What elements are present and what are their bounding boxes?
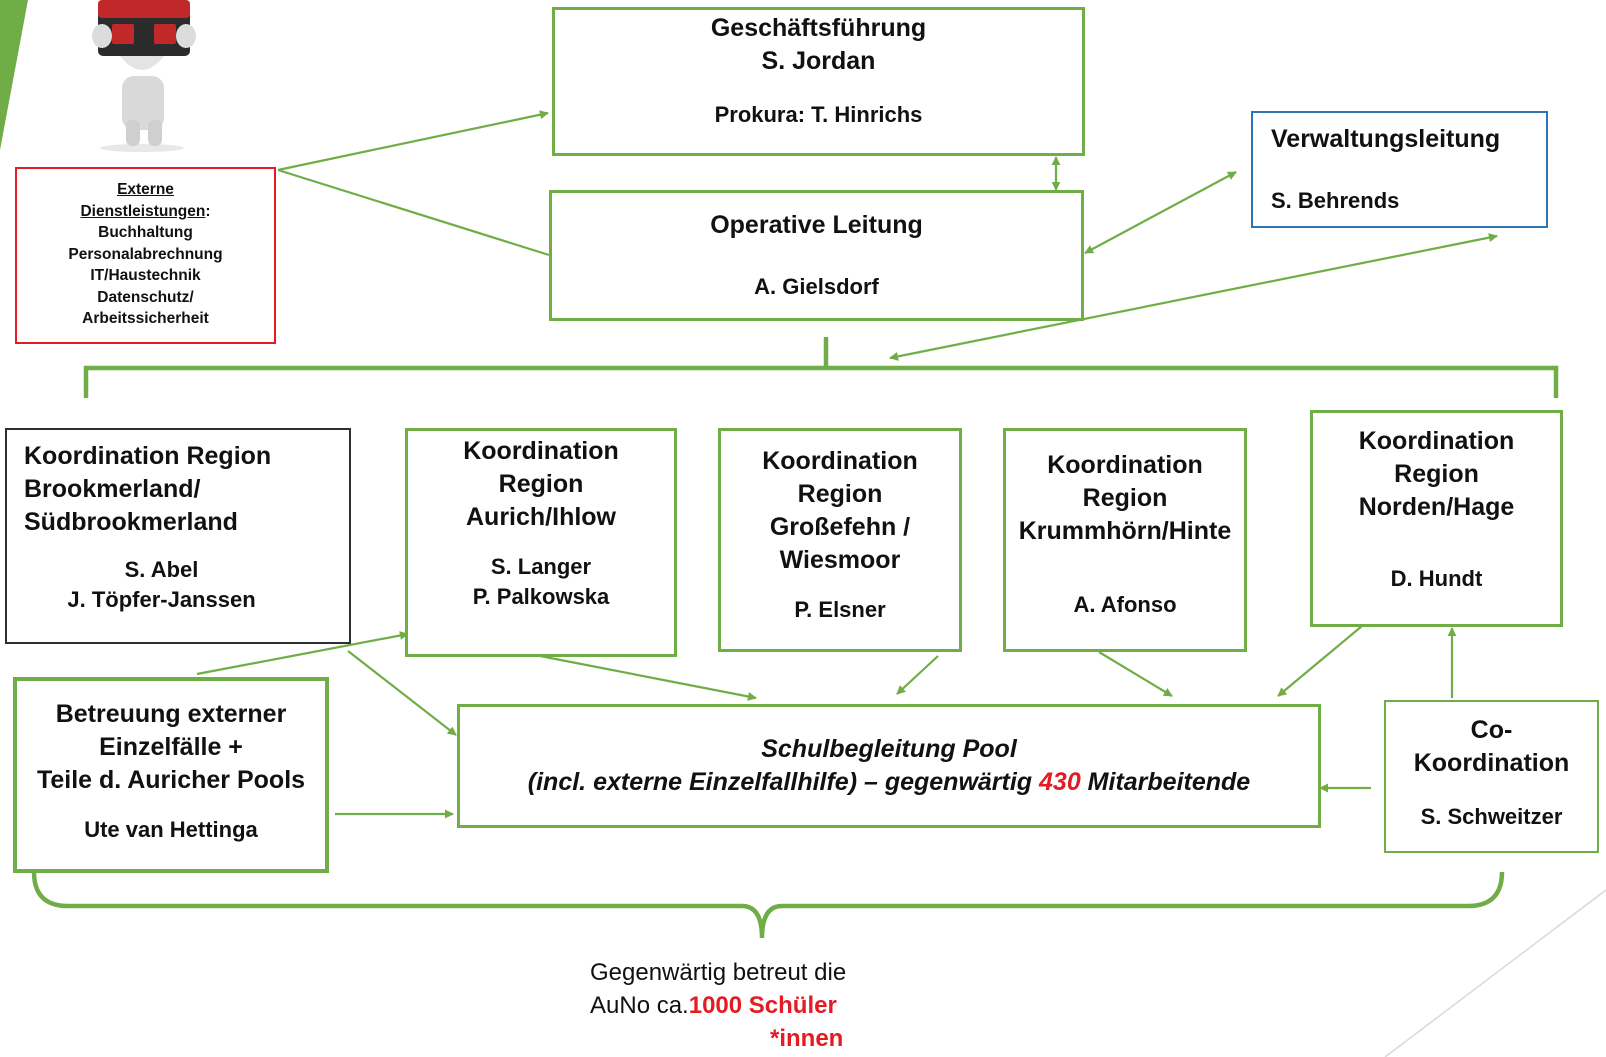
k3-names: P. Elsner bbox=[794, 595, 885, 625]
top-bracket bbox=[83, 337, 1559, 398]
k4-title-line: Krummhörn/Hinte bbox=[1018, 517, 1232, 545]
ext-item: Datenschutz/ bbox=[97, 288, 194, 306]
vl-title: Verwaltungsleitung bbox=[1271, 125, 1501, 153]
summary-line-2: AuNo ca.1000 Schüler bbox=[560, 989, 920, 1022]
ext-item: Buchhaltung bbox=[98, 224, 193, 241]
k1-title-line: Brookmerland/ bbox=[24, 475, 201, 503]
k2-name: P. Palkowska bbox=[472, 584, 610, 609]
k3-title-line: Region bbox=[797, 480, 883, 508]
ext-heading-colon: : bbox=[205, 202, 211, 220]
k4-names: A. Afonso bbox=[1073, 590, 1176, 620]
k3-title-line: Großefehn / bbox=[769, 513, 911, 541]
arrow-extern-to-gf bbox=[277, 110, 549, 172]
arrow-k2-pool bbox=[539, 654, 757, 701]
k5-title: Koordination Region Norden/Hage bbox=[1359, 425, 1515, 524]
arrow-ol-vl bbox=[1084, 171, 1237, 254]
k5-names: D. Hundt bbox=[1391, 564, 1483, 594]
co-title-line: Koordination bbox=[1413, 749, 1570, 777]
bet-title-line: Betreuung externer bbox=[55, 700, 287, 728]
slide-accent-shape bbox=[0, 0, 28, 150]
bottom-brace bbox=[31, 871, 1505, 939]
box-koordination-grossefehn: Koordination Region Großefehn / Wiesmoor… bbox=[718, 428, 962, 652]
bet-title-line: Einzelfälle + bbox=[99, 733, 243, 761]
bet-title: Betreuung externer Einzelfälle + Teile d… bbox=[37, 698, 305, 797]
pool-subtitle-pre: (incl. externe Einzelfallhilfe) – gegenw… bbox=[527, 768, 1040, 796]
box-betreuung-externer-einzelfaelle: Betreuung externer Einzelfälle + Teile d… bbox=[13, 677, 329, 873]
box-externe-dienstleistungen: Externe Dienstleistungen: Buchhaltung Pe… bbox=[15, 167, 276, 344]
k5-title-line: Norden/Hage bbox=[1358, 493, 1515, 521]
box-verwaltungsleitung: Verwaltungsleitung S. Behrends bbox=[1251, 111, 1548, 228]
k1-name: S. Abel bbox=[124, 557, 199, 582]
ext-item: IT/Haustechnik bbox=[90, 267, 201, 284]
k1-title-line: Südbrookmerland bbox=[24, 508, 238, 536]
pool-count: 430 bbox=[1039, 768, 1081, 796]
line-extern-to-ol bbox=[277, 168, 550, 257]
summary-line-1: Gegenwärtig betreut die bbox=[590, 959, 847, 986]
ol-name: A. Gielsdorf bbox=[754, 274, 879, 299]
k4-title-line: Region bbox=[1082, 484, 1168, 512]
arrow-k1-pool bbox=[347, 650, 457, 736]
arrow-k4-pool bbox=[1098, 651, 1173, 697]
pool-title: Schulbegleitung Pool bbox=[761, 735, 1017, 763]
ext-heading-2-line: Dienstleistungen: bbox=[80, 201, 210, 223]
ext-heading-2: Dienstleistungen bbox=[80, 202, 206, 220]
k2-title-line: Koordination bbox=[463, 437, 619, 465]
summary-highlight-1: 1000 Schüler bbox=[688, 992, 837, 1019]
k1-names: S. Abel J. Töpfer-Janssen bbox=[24, 555, 299, 615]
pool-subtitle-post: Mitarbeitende bbox=[1080, 768, 1251, 796]
gf-title: Geschäftsführung bbox=[710, 14, 927, 42]
bet-title-line: Teile d. Auricher Pools bbox=[36, 766, 306, 794]
arrow-vl-bracket bbox=[889, 233, 1498, 361]
k2-name: S. Langer bbox=[490, 554, 592, 579]
ext-heading-1: Externe bbox=[117, 181, 174, 198]
k1-title-line: Koordination Region bbox=[24, 442, 272, 470]
k4-title-line: Koordination bbox=[1047, 451, 1203, 479]
box-geschaeftsfuehrung: Geschäftsführung S. Jordan Prokura: T. H… bbox=[552, 7, 1085, 156]
summary-line-3: *innen bbox=[560, 1022, 920, 1055]
box-koordination-aurich: Koordination Region Aurich/Ihlow S. Lang… bbox=[405, 428, 677, 657]
gf-prokura: Prokura: T. Hinrichs bbox=[714, 102, 923, 127]
pool-subtitle: (incl. externe Einzelfallhilfe) – gegenw… bbox=[528, 766, 1250, 799]
box-co-koordination: Co- Koordination S. Schweitzer bbox=[1384, 700, 1599, 853]
summary-prefix: AuNo ca. bbox=[590, 992, 689, 1019]
gf-name: S. Jordan bbox=[761, 47, 876, 75]
decorative-line bbox=[1384, 889, 1606, 1057]
co-name: S. Schweitzer bbox=[1420, 804, 1563, 829]
co-title: Co- Koordination bbox=[1414, 714, 1570, 780]
k3-title-line: Wiesmoor bbox=[779, 546, 901, 574]
box-operative-leitung: Operative Leitung A. Gielsdorf bbox=[549, 190, 1084, 321]
k2-title-line: Aurich/Ihlow bbox=[466, 503, 616, 531]
k3-name: P. Elsner bbox=[794, 597, 886, 622]
person-carrying-box-image bbox=[92, 0, 196, 152]
box-koordination-norden: Koordination Region Norden/Hage D. Hundt bbox=[1310, 410, 1563, 627]
summary-text: Gegenwärtig betreut die AuNo ca.1000 Sch… bbox=[560, 956, 920, 1055]
co-title-line: Co- bbox=[1470, 716, 1513, 744]
k5-title-line: Region bbox=[1394, 460, 1479, 488]
ext-item: Personalabrechnung bbox=[68, 245, 223, 263]
k4-title: Koordination Region Krummhörn/Hinte bbox=[1019, 449, 1232, 548]
k2-title: Koordination Region Aurich/Ihlow bbox=[463, 435, 619, 534]
k3-title-line: Koordination bbox=[762, 447, 918, 475]
k1-title: Koordination Region Brookmerland/ Südbro… bbox=[24, 440, 271, 539]
bet-name: Ute van Hettinga bbox=[84, 817, 258, 842]
k5-title-line: Koordination bbox=[1358, 427, 1515, 455]
ol-title: Operative Leitung bbox=[710, 211, 923, 239]
k1-name: J. Töpfer-Janssen bbox=[67, 587, 256, 612]
arrow-bet-k2 bbox=[196, 631, 409, 676]
k3-title: Koordination Region Großefehn / Wiesmoor bbox=[762, 445, 918, 577]
k2-names: S. Langer P. Palkowska bbox=[473, 552, 610, 612]
summary-highlight-2: *innen bbox=[770, 1025, 844, 1052]
arrow-k3-pool bbox=[896, 655, 939, 695]
ext-item: Arbeitssicherheit bbox=[82, 310, 209, 327]
box-schulbegleitung-pool: Schulbegleitung Pool (incl. externe Einz… bbox=[457, 704, 1321, 828]
arrow-k5-pool bbox=[1277, 625, 1363, 697]
k5-name: D. Hundt bbox=[1390, 566, 1483, 591]
k2-title-line: Region bbox=[498, 470, 584, 498]
vl-name: S. Behrends bbox=[1271, 188, 1400, 213]
k4-name: A. Afonso bbox=[1073, 592, 1177, 617]
box-koordination-krummhoern: Koordination Region Krummhörn/Hinte A. A… bbox=[1003, 428, 1247, 652]
box-koordination-brookmerland: Koordination Region Brookmerland/ Südbro… bbox=[5, 428, 351, 644]
